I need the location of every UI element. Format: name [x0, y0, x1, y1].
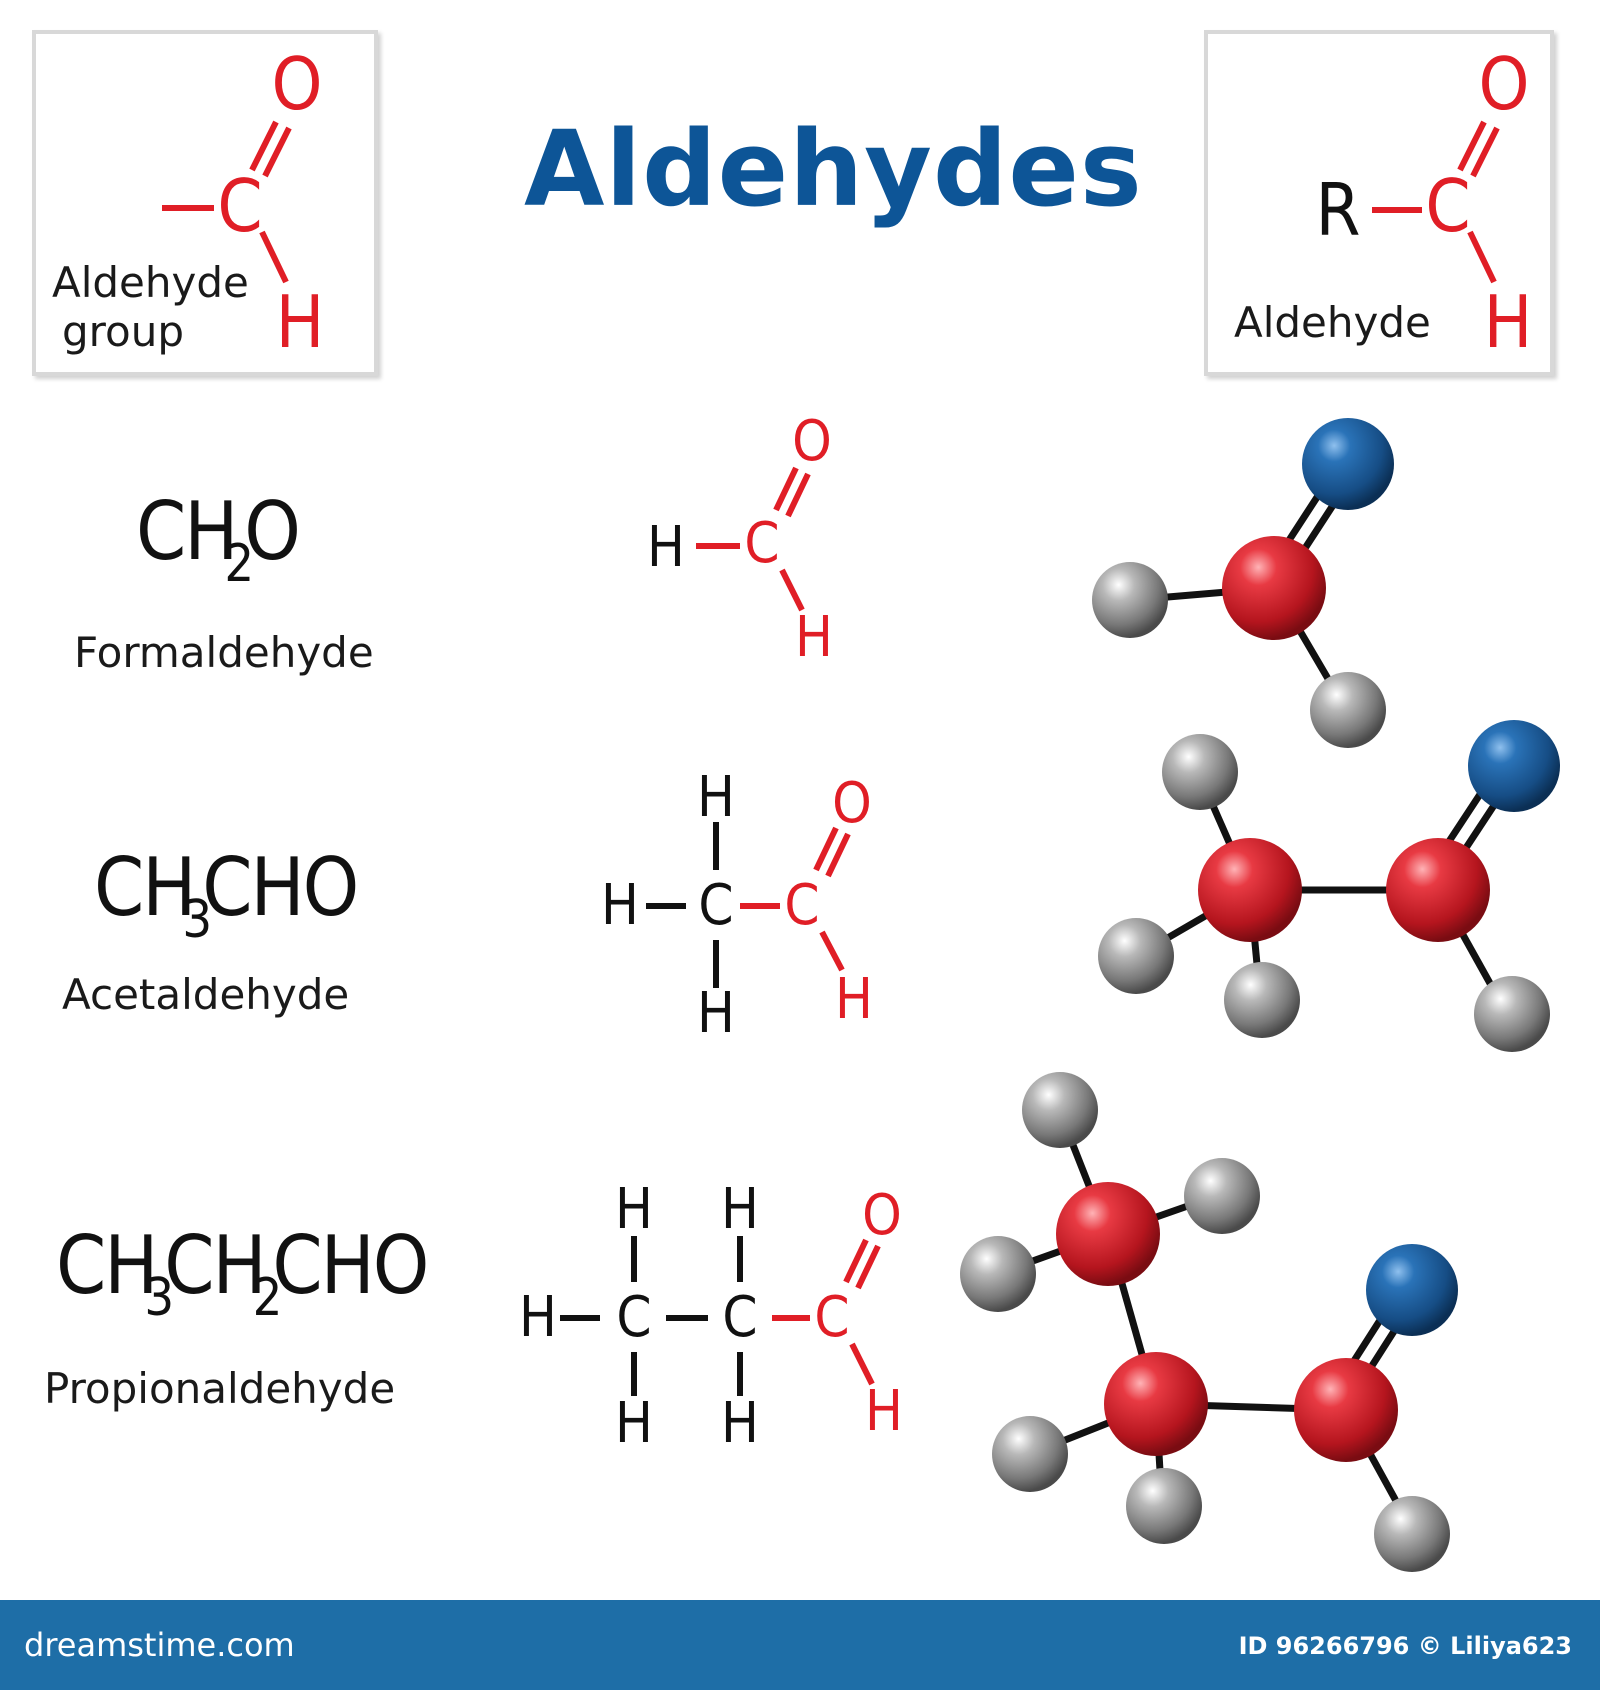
page-title: Aldehydes	[524, 108, 1143, 230]
acetaldehyde-o: O	[832, 771, 872, 836]
general-oxygen-atom: O	[1478, 42, 1530, 126]
propionaldehyde-o: O	[862, 1183, 902, 1248]
formaldehyde-h-left: H	[647, 515, 685, 580]
hydrogen-ball	[1162, 734, 1238, 810]
group-oxygen-atom: O	[271, 42, 323, 126]
bond-double	[262, 126, 292, 178]
acetaldehyde-h-top: H	[697, 765, 735, 830]
r-group-atom: R	[1315, 168, 1361, 252]
acetaldehyde-h-left: H	[601, 873, 639, 938]
aldehyde-general-label: Aldehyde	[1234, 298, 1431, 347]
aldehyde-general-box	[1204, 30, 1554, 376]
hydrogen-ball	[960, 1236, 1036, 1312]
bond-double	[1457, 120, 1487, 172]
hydrogen-ball	[1098, 918, 1174, 994]
propionaldehyde-h-top2: H	[721, 1177, 759, 1242]
bond-double	[773, 466, 799, 512]
bond-single	[779, 568, 805, 612]
formaldehyde-name: Formaldehyde	[74, 628, 374, 677]
acetaldehyde-model	[1098, 720, 1560, 1052]
hydrogen-ball	[1310, 672, 1386, 748]
carbon-ball	[1198, 838, 1302, 942]
propionaldehyde-model	[960, 1072, 1458, 1572]
propionaldehyde-h-left: H	[519, 1285, 557, 1350]
footer-credit: ID 96266796 © Liliya623	[1238, 1632, 1572, 1660]
hydrogen-ball	[1022, 1072, 1098, 1148]
bond-single	[1467, 230, 1497, 284]
propionaldehyde-h-bottom1: H	[615, 1391, 653, 1456]
hydrogen-ball	[1224, 962, 1300, 1038]
hydrogen-ball	[992, 1416, 1068, 1492]
propionaldehyde-h-top1: H	[615, 1177, 653, 1242]
general-carbon-atom: C	[1425, 164, 1471, 248]
acetaldehyde-h-bottom: H	[697, 981, 735, 1046]
propionaldehyde-h-right: H	[865, 1379, 903, 1444]
hydrogen-ball	[1374, 1496, 1450, 1572]
propionaldehyde-h-bottom2: H	[721, 1391, 759, 1456]
carbon-ball	[1386, 838, 1490, 942]
propionaldehyde-formula: CH3CH2CHO	[56, 1219, 429, 1328]
propionaldehyde-c1: C	[616, 1285, 652, 1350]
aldehyde-group-box	[32, 30, 378, 376]
bond-double	[785, 472, 811, 518]
oxygen-ball	[1302, 418, 1394, 510]
ball-and-stick-models	[960, 418, 1560, 1572]
bond-double	[855, 1244, 881, 1290]
bond-double	[813, 826, 839, 872]
group-hydrogen-atom: H	[275, 280, 325, 364]
propionaldehyde-name: Propionaldehyde	[44, 1364, 396, 1413]
group-carbon-atom: C	[217, 164, 263, 248]
aldehyde-group-label-line1: Aldehyde	[52, 258, 249, 307]
formaldehyde-o: O	[792, 409, 832, 474]
hydrogen-ball	[1092, 562, 1168, 638]
acetaldehyde-name: Acetaldehyde	[62, 970, 350, 1019]
formaldehyde-c: C	[744, 511, 780, 576]
aldehyde-group-label-line2: group	[62, 307, 184, 356]
hydrogen-ball	[1126, 1468, 1202, 1544]
footer-brand[interactable]: dreamstime.com	[24, 1626, 295, 1664]
bond-double	[1470, 126, 1500, 178]
general-hydrogen-atom: H	[1483, 280, 1533, 364]
hydrogen-ball	[1474, 976, 1550, 1052]
oxygen-ball	[1366, 1244, 1458, 1336]
formaldehyde-h-right: H	[795, 605, 833, 670]
bond-lines	[162, 120, 1500, 1396]
propionaldehyde-c2: C	[722, 1285, 758, 1350]
footer-bar: dreamstime.com ID 96266796 © Liliya623	[0, 1600, 1600, 1690]
bond-single	[259, 230, 289, 284]
acetaldehyde-h-right: H	[835, 967, 873, 1032]
carbon-ball	[1104, 1352, 1208, 1456]
carbon-ball	[1222, 536, 1326, 640]
formaldehyde-model	[1092, 418, 1394, 748]
acetaldehyde-c2: C	[784, 873, 820, 938]
bond-single	[849, 1342, 875, 1386]
bond-double	[249, 120, 279, 172]
carbon-ball	[1056, 1182, 1160, 1286]
bond-double	[843, 1238, 869, 1284]
bond-single	[819, 930, 845, 972]
oxygen-ball	[1468, 720, 1560, 812]
propionaldehyde-c3: C	[814, 1285, 850, 1350]
acetaldehyde-c1: C	[698, 873, 734, 938]
formaldehyde-formula: CH2O	[136, 485, 301, 594]
bond-double	[825, 832, 851, 878]
acetaldehyde-formula: CH3CHO	[94, 841, 359, 950]
hydrogen-ball	[1184, 1158, 1260, 1234]
carbon-ball	[1294, 1358, 1398, 1462]
